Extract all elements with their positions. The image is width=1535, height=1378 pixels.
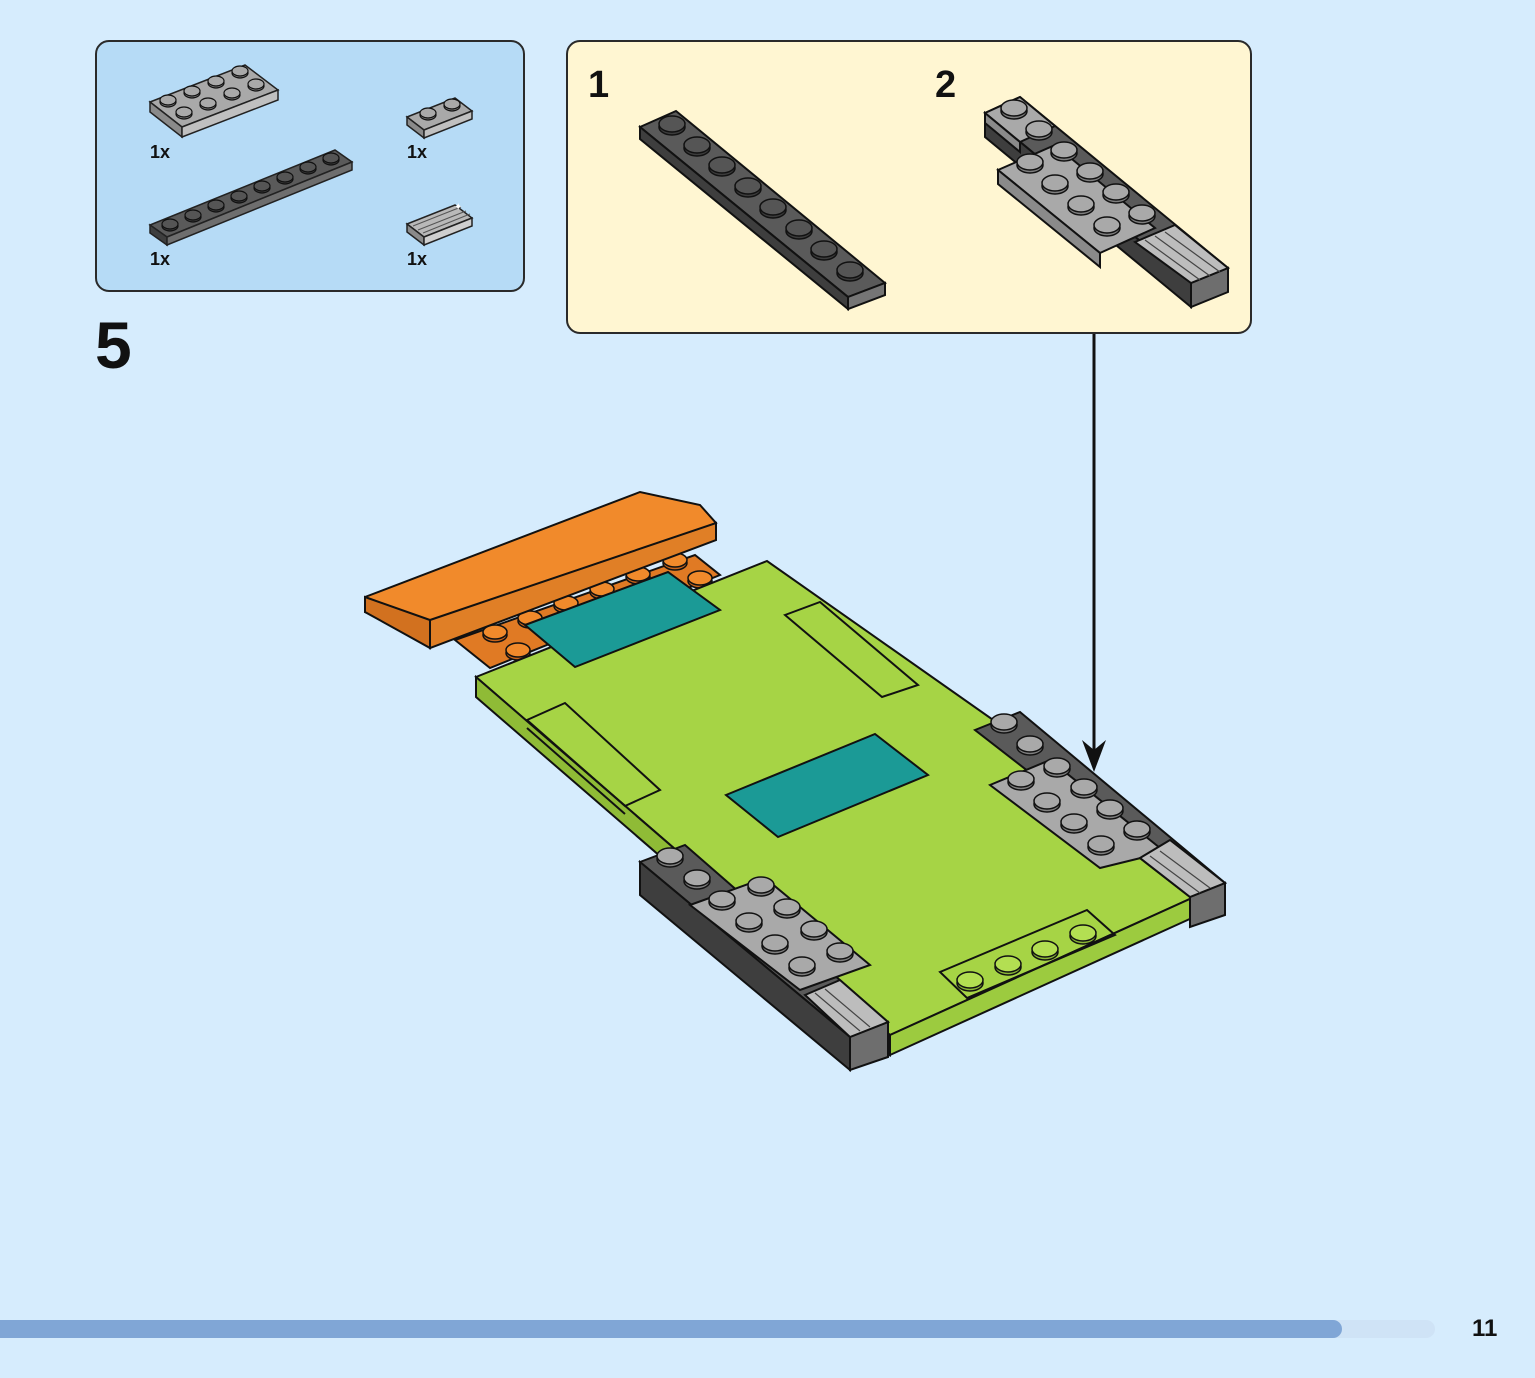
substep-number-2: 2 — [935, 64, 957, 106]
part-qty-tile-grille: 1x — [407, 249, 428, 269]
substep-2-assembly — [983, 95, 1230, 310]
step-number: 5 — [95, 308, 132, 382]
main-model — [364, 490, 1228, 1073]
sub-assembly-panel — [566, 40, 1252, 334]
page-number: 11 — [1472, 1315, 1498, 1342]
part-qty-plate-2x4: 1x — [150, 142, 171, 162]
svg-text:✦: ✦ — [454, 202, 462, 213]
placement-arrow — [1082, 334, 1106, 772]
part-plate-1x8-dark-gray — [148, 149, 354, 247]
progress-bar-fill — [0, 1320, 1342, 1338]
substep-1-dark-plate-1x8 — [638, 109, 887, 312]
part-tile-grille-metallic: ✦ — [405, 202, 474, 247]
progress-bar — [0, 1320, 1435, 1338]
part-plate-2x4-light-gray — [148, 64, 280, 139]
substep-number-1: 1 — [588, 64, 610, 106]
part-qty-plate-1x8: 1x — [150, 249, 171, 269]
part-plate-1x2-light-gray — [405, 97, 474, 140]
part-qty-plate-1x2: 1x — [407, 142, 428, 162]
